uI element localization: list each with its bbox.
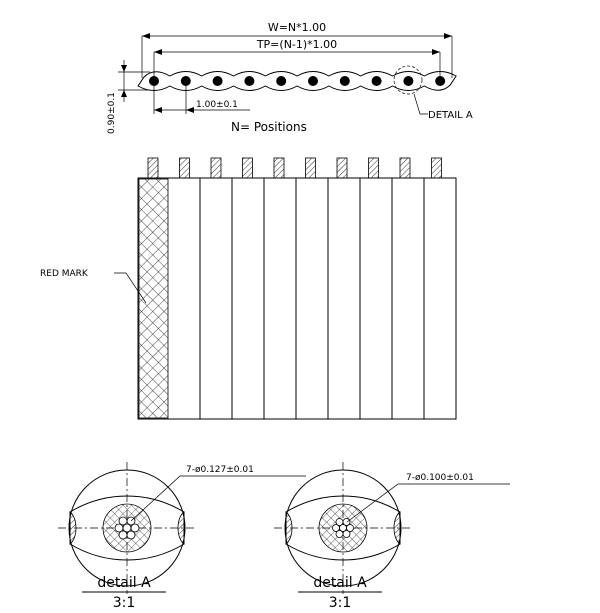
detail-a-left: 7-ø0.127±0.01 detail A 3:1 [58, 462, 306, 611]
conductor-dot [371, 76, 382, 86]
width-dimension: W=N*1.00 [268, 21, 326, 34]
pitch-total-dimension: TP=(N-1)*1.00 [256, 38, 337, 51]
conductor-dot [212, 76, 223, 86]
conductor-spec-right: 7-ø0.100±0.01 [406, 473, 474, 483]
conductor-stub [242, 157, 253, 179]
conductor-stub [305, 157, 316, 179]
front-view: RED MARK [40, 157, 457, 420]
conductor-stubs [147, 157, 442, 179]
conductor-dot [276, 76, 287, 86]
thickness-dimension: 0.90±0.1 [107, 92, 117, 134]
conductor-dot [339, 76, 350, 86]
positions-label: N= Positions [231, 120, 307, 134]
conductor-stub [336, 157, 348, 179]
conductor-stub [368, 157, 379, 179]
cable-cross-section-outline [137, 71, 457, 91]
detail-title-right: detail A [313, 575, 367, 591]
detail-title-left: detail A [97, 575, 151, 591]
strip-dividers [199, 178, 425, 419]
conductor-stub [179, 157, 190, 179]
seven-strand-conductor-icon [332, 518, 354, 538]
conductor-dot [180, 76, 191, 86]
red-mark-label: RED MARK [40, 269, 89, 279]
conductor-stub [147, 157, 159, 179]
detail-scale-left: 3:1 [113, 595, 136, 611]
conductor-dot [308, 76, 318, 86]
conductor-dot [403, 76, 414, 86]
conductor-dot [244, 76, 255, 86]
conductor-dot [149, 76, 159, 86]
detail-scale-right: 3:1 [329, 595, 352, 611]
red-mark-stripe [138, 178, 169, 419]
detail-a-callout: DETAIL A [428, 110, 473, 121]
conductor-dot [435, 76, 446, 86]
top-view: W=N*1.00 TP=(N-1)*1.00 0.90±0.1 1.00±0.1… [107, 21, 473, 134]
conductor-stub [210, 157, 222, 179]
conductor-group [149, 76, 446, 86]
conductor-stub [273, 157, 285, 179]
pitch-dimension: 1.00±0.1 [196, 100, 238, 110]
conductor-stub [431, 157, 442, 179]
detail-a-right: 7-ø0.100±0.01 detail A 3:1 [274, 462, 510, 611]
conductor-spec-left: 7-ø0.127±0.01 [186, 465, 254, 475]
conductor-stub [399, 157, 411, 179]
